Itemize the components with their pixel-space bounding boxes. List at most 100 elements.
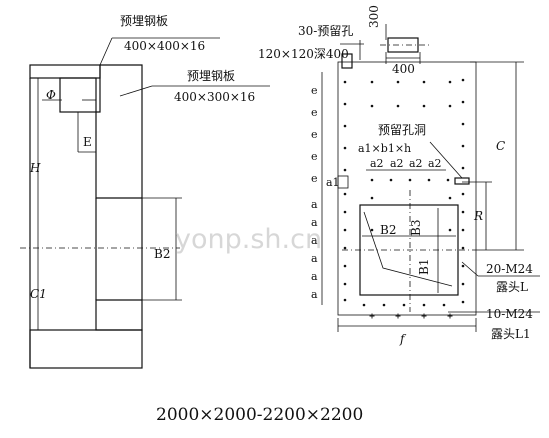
hole-formula: a1×b1×h	[358, 142, 411, 155]
anchor-dot-25	[396, 80, 400, 84]
embed-plate-2-size: 400×300×16	[174, 90, 255, 104]
anchor-dot-42	[370, 228, 374, 232]
embed-plate-1-title: 预埋钢板	[120, 14, 168, 28]
hole-title: 预留孔洞	[378, 123, 426, 137]
wall-upper	[95, 64, 143, 199]
anchor-dot-26	[422, 80, 426, 84]
phi-label: Φ	[46, 88, 56, 102]
anchor-dot-34	[408, 178, 412, 182]
anchor-dot-38	[396, 104, 400, 108]
bolt-1-spec: 20-M24	[486, 262, 533, 276]
B1-label: B1	[417, 259, 431, 275]
a-label-5: a	[311, 270, 318, 283]
a-label-2: a	[311, 216, 318, 229]
embed-plate-1-size: 400×400×16	[124, 39, 205, 53]
e-label-2: e	[311, 106, 318, 119]
anchor-dot-40	[448, 104, 452, 108]
anchor-dot-3	[343, 146, 347, 150]
bolt-marks	[343, 78, 465, 319]
anchor-dot-43	[448, 196, 452, 200]
anchor-dot-24	[370, 80, 374, 84]
anchor-dot-45	[362, 303, 366, 307]
anchor-dot-13	[461, 100, 465, 104]
anchor-dot-18	[461, 210, 465, 214]
bolt-2-note: 露头L1	[491, 327, 531, 341]
e-label-4: e	[311, 150, 318, 163]
plan-view: B2 B3 B1 300 400 e e e e e a a a a a a a…	[311, 5, 540, 346]
embed-plate-2-title: 预埋钢板	[187, 69, 235, 83]
bolt-cross-31	[447, 313, 453, 319]
anchor-dot-49	[442, 303, 446, 307]
a-label-6: a	[311, 288, 318, 301]
anchor-dot-7	[343, 228, 347, 232]
bolt-pocket	[59, 77, 97, 113]
bolt-1-note: 露头L	[496, 280, 528, 294]
anchor-dot-41	[370, 196, 374, 200]
B3-label: B3	[409, 220, 423, 236]
bolt-cross-28	[369, 313, 375, 319]
base-slab	[29, 329, 143, 369]
watermark: yonp.sh.cn	[175, 224, 322, 255]
anchor-dot-0	[343, 80, 347, 84]
anchor-dot-37	[370, 104, 374, 108]
caption: 2000×2000-2200×2200	[156, 405, 363, 425]
anchor-dot-16	[461, 166, 465, 170]
ground-top-left	[29, 64, 101, 79]
anchor-dot-36	[446, 178, 450, 182]
section-view: Φ E H C1 B2	[20, 37, 270, 369]
anchor-dot-1	[343, 102, 347, 106]
anchor-dot-11	[343, 298, 347, 302]
a2-label-3: a2	[409, 157, 423, 170]
bolt-cross-29	[395, 313, 401, 319]
C-label: C	[496, 139, 505, 153]
anchor-dot-39	[422, 104, 426, 108]
a-label-4: a	[311, 252, 318, 265]
anchor-dot-5	[343, 192, 347, 196]
anchor-dot-12	[461, 78, 465, 82]
anchor-dot-15	[461, 144, 465, 148]
anchor-dot-9	[343, 264, 347, 268]
anchor-dot-47	[402, 303, 406, 307]
anchor-dot-8	[343, 246, 347, 250]
a-label-3: a	[311, 234, 318, 247]
anchor-dot-27	[448, 80, 452, 84]
a2-label-2: a2	[390, 157, 404, 170]
e-label-5: e	[311, 172, 318, 185]
a-label-1: a	[311, 198, 318, 211]
wall-lower	[95, 299, 143, 331]
a1-label: a1	[326, 176, 340, 189]
R-label: R	[473, 209, 483, 223]
anchor-dot-33	[389, 178, 393, 182]
f-label: f	[399, 332, 407, 346]
anchor-dot-46	[382, 303, 386, 307]
B2-section-label: B2	[154, 247, 170, 261]
B2-plan-label: B2	[380, 223, 396, 237]
anchor-dot-2	[343, 124, 347, 128]
anchor-dot-17	[461, 192, 465, 196]
e-label-1: e	[311, 84, 318, 97]
bolt-2-spec: 10-M24	[486, 307, 533, 321]
reserved-hole-size: 120×120深400	[258, 47, 349, 61]
a2-label-1: a2	[370, 157, 384, 170]
anchor-dot-21	[461, 264, 465, 268]
anchor-dot-35	[427, 178, 431, 182]
bolt-cross-30	[421, 313, 427, 319]
anchor-dot-4	[343, 168, 347, 172]
anchor-dot-10	[343, 282, 347, 286]
anchor-dot-32	[370, 178, 374, 182]
anchor-dot-22	[461, 282, 465, 286]
anchor-dot-6	[343, 210, 347, 214]
dim-400: 400	[392, 62, 415, 76]
anchor-dot-23	[461, 300, 465, 304]
anchor-dot-44	[448, 228, 452, 232]
plan-outline	[337, 61, 477, 316]
anchor-dot-14	[461, 122, 465, 126]
H-label: H	[29, 161, 41, 175]
a2-label-4: a2	[428, 157, 442, 170]
anchor-dot-20	[461, 246, 465, 250]
anchor-dot-19	[461, 228, 465, 232]
dim-300: 300	[367, 5, 381, 28]
E-label: E	[83, 135, 92, 149]
anchor-dot-48	[422, 303, 426, 307]
